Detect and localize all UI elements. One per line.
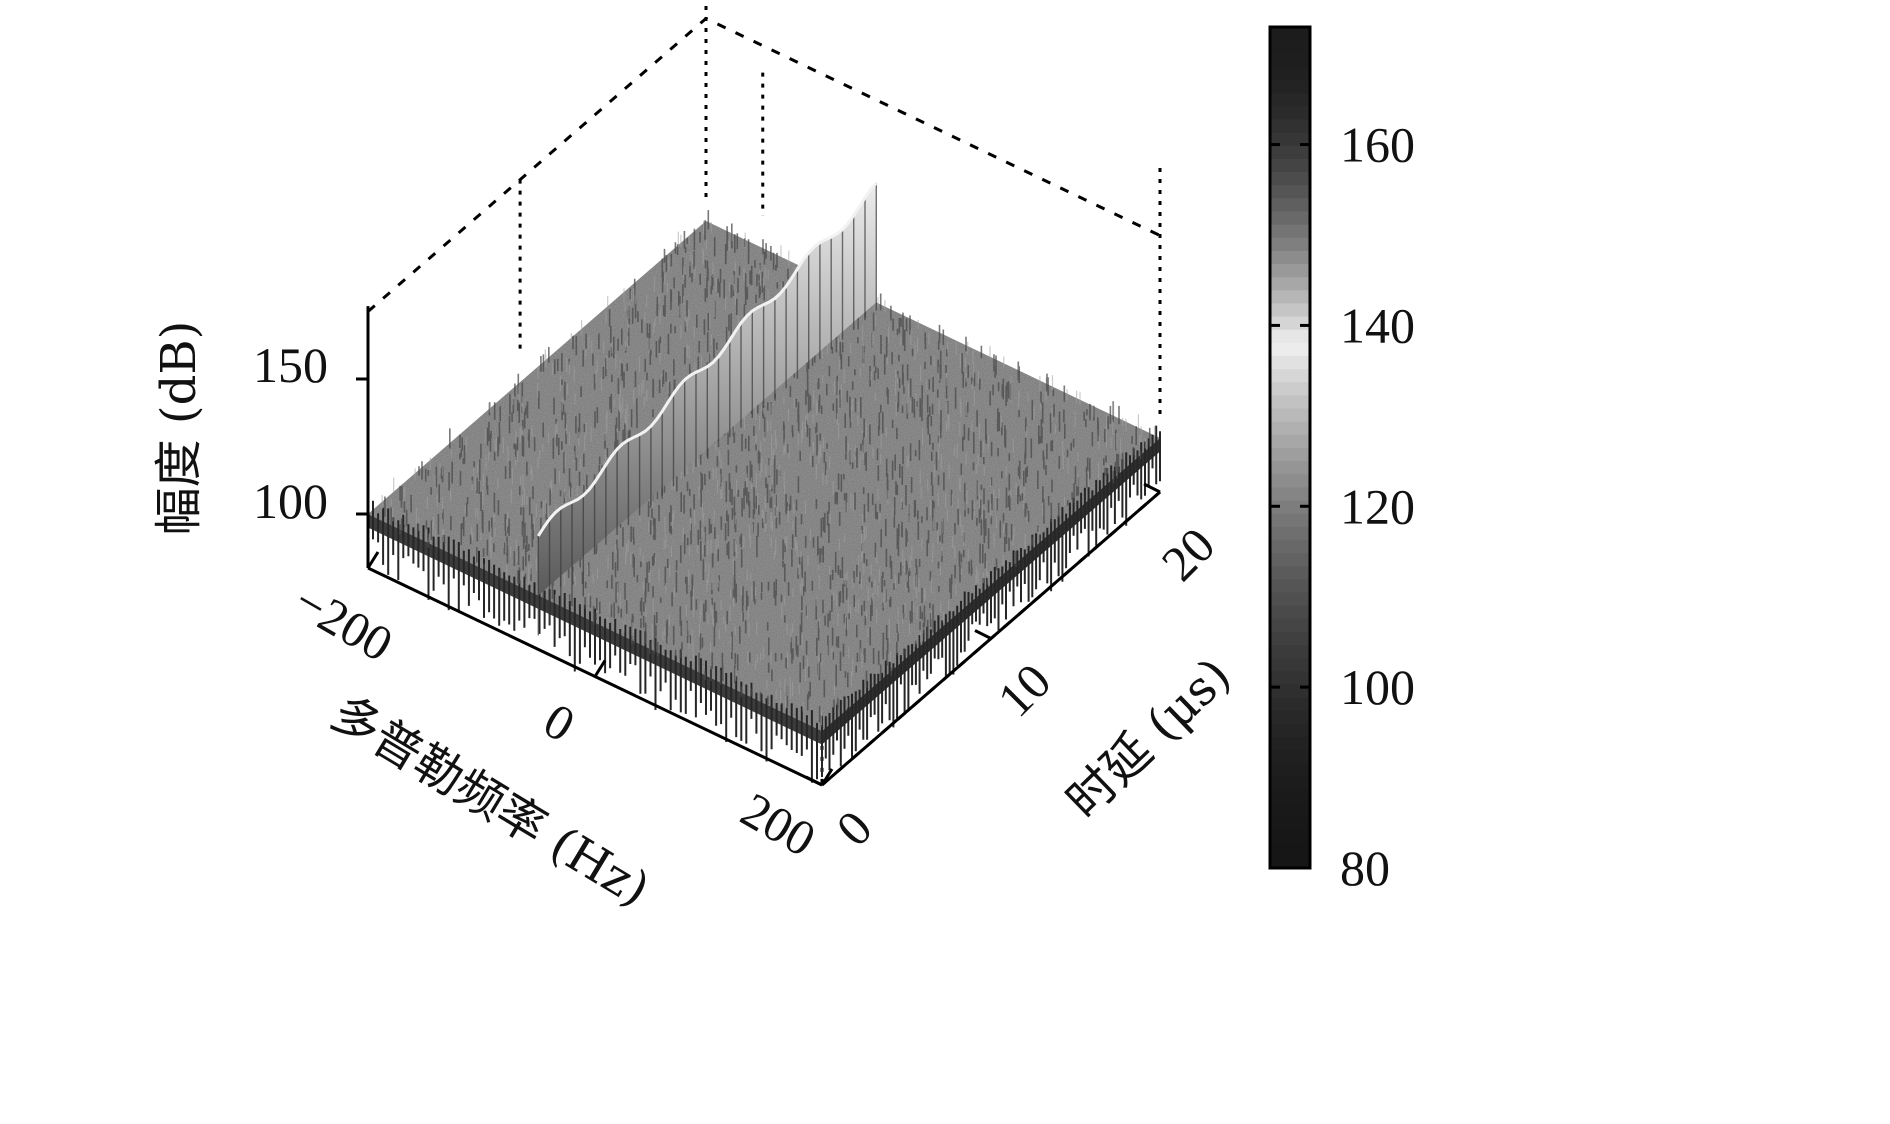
colorbar-band bbox=[1270, 670, 1310, 685]
amplitude-tick-150: 150 bbox=[253, 337, 328, 393]
colorbar-band bbox=[1270, 355, 1310, 370]
colorbar-band bbox=[1270, 250, 1310, 265]
doppler-axis-title: 多普勒频率 (Hz) bbox=[322, 685, 659, 918]
delay-tick bbox=[805, 775, 823, 787]
colorbar-band bbox=[1270, 776, 1310, 790]
colorbar-band bbox=[1270, 605, 1310, 619]
colorbar-band bbox=[1270, 749, 1310, 764]
doppler-tick bbox=[820, 768, 834, 786]
colorbar-band bbox=[1270, 657, 1310, 672]
colorbar-band bbox=[1270, 447, 1310, 462]
colorbar-band bbox=[1270, 224, 1310, 238]
colorbar-band bbox=[1270, 473, 1310, 488]
delay-tick-10: 10 bbox=[987, 653, 1062, 728]
colorbar-band bbox=[1270, 854, 1310, 869]
colorbar-band bbox=[1270, 421, 1310, 435]
colorbar-band bbox=[1270, 145, 1310, 159]
colorbar-band bbox=[1270, 263, 1310, 278]
colorbar-band bbox=[1270, 644, 1310, 659]
colorbar-band bbox=[1270, 289, 1310, 304]
colorbar-band bbox=[1270, 697, 1310, 711]
colorbar-band bbox=[1270, 40, 1310, 54]
doppler-tick-neg200: −200 bbox=[285, 572, 402, 672]
colorbar-band bbox=[1270, 841, 1310, 856]
colorbar-band bbox=[1270, 171, 1310, 186]
amplitude-axis-title: 幅度 (dB) bbox=[151, 321, 207, 536]
colorbar-band bbox=[1270, 53, 1310, 67]
echo-ridge-streaks bbox=[537, 183, 877, 636]
colorbar-band bbox=[1270, 158, 1310, 173]
colorbar-band bbox=[1270, 197, 1310, 212]
colorbar-band bbox=[1270, 368, 1310, 383]
colorbar-band bbox=[1270, 486, 1310, 501]
colorbar-tick-label: 80 bbox=[1340, 840, 1390, 896]
colorbar-tick-label: 140 bbox=[1340, 297, 1415, 353]
colorbar-band bbox=[1270, 184, 1310, 199]
colorbar-band bbox=[1270, 828, 1310, 843]
colorbar-band bbox=[1270, 237, 1310, 251]
colorbar-band bbox=[1270, 789, 1310, 803]
colorbar-band bbox=[1270, 329, 1310, 343]
delay-tick bbox=[974, 629, 992, 640]
colorbar-band bbox=[1270, 394, 1310, 409]
colorbar-band bbox=[1270, 631, 1310, 646]
colorbar-band bbox=[1270, 118, 1310, 133]
delay-tick bbox=[1143, 482, 1161, 494]
colorbar-band bbox=[1270, 381, 1310, 396]
doppler-tick bbox=[366, 551, 380, 569]
colorbar-band bbox=[1270, 513, 1310, 527]
colorbar-band bbox=[1270, 565, 1310, 580]
amplitude-tick-labels: 100 150 bbox=[253, 337, 328, 529]
colorbar-band bbox=[1270, 342, 1310, 357]
colorbar-band bbox=[1270, 276, 1310, 291]
doppler-tick-0: 0 bbox=[535, 692, 585, 753]
amplitude-tick-100: 100 bbox=[253, 473, 328, 529]
colorbar-band bbox=[1270, 434, 1310, 448]
colorbar-band bbox=[1270, 408, 1310, 422]
colorbar-band bbox=[1270, 723, 1310, 738]
colorbar-band bbox=[1270, 66, 1310, 81]
colorbar-band bbox=[1270, 815, 1310, 830]
colorbar-band bbox=[1270, 210, 1310, 225]
doppler-tick-200: 200 bbox=[732, 781, 825, 867]
delay-axis-title: 时延 (μs) bbox=[1056, 647, 1242, 829]
colorbar-band bbox=[1270, 500, 1310, 514]
colorbar-tick-label: 120 bbox=[1340, 478, 1415, 534]
colorbar-band bbox=[1270, 578, 1310, 593]
colorbar-band bbox=[1270, 27, 1310, 41]
delay-tick-20: 20 bbox=[1151, 517, 1226, 592]
echo-ridge-crest bbox=[537, 182, 878, 537]
colorbar-band bbox=[1270, 552, 1310, 567]
colorbar-tick-label: 160 bbox=[1340, 117, 1415, 173]
surface-highlights bbox=[381, 220, 1156, 726]
colorbar-band bbox=[1270, 802, 1310, 816]
colorbar-band bbox=[1270, 132, 1310, 146]
colorbar: 80 100 120 140 160 bbox=[1268, 25, 1415, 896]
colorbar-band bbox=[1270, 316, 1310, 330]
colorbar-band bbox=[1270, 592, 1310, 606]
doppler-tick bbox=[593, 659, 607, 678]
colorbar-band bbox=[1270, 762, 1310, 777]
colorbar-band bbox=[1270, 105, 1310, 120]
surface-plot bbox=[367, 182, 1161, 783]
colorbar-band bbox=[1270, 92, 1310, 107]
colorbar-band bbox=[1270, 618, 1310, 632]
colorbar-band bbox=[1270, 710, 1310, 724]
colorbar-band bbox=[1270, 526, 1310, 540]
colorbar-band bbox=[1270, 736, 1310, 751]
colorbar-band bbox=[1270, 539, 1310, 554]
delay-tick-0: 0 bbox=[825, 799, 882, 856]
colorbar-frame bbox=[1268, 25, 1312, 870]
axes bbox=[356, 306, 1161, 787]
colorbar-band bbox=[1270, 460, 1310, 475]
colorbar-band bbox=[1270, 79, 1310, 94]
colorbar-tick-label: 100 bbox=[1340, 659, 1415, 715]
colorbar-band bbox=[1270, 302, 1310, 317]
